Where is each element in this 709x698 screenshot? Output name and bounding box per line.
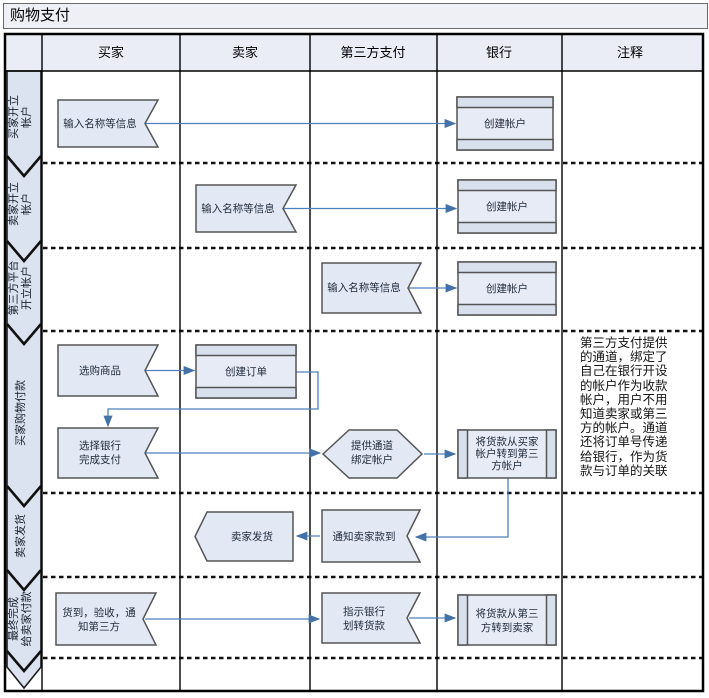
node-seller-input-info: 输入名称等信息: [195, 184, 298, 233]
node-transfer-to-seller: 将货款从第三 方转到卖家: [457, 594, 557, 646]
svg-text:指示银行: 指示银行: [343, 605, 385, 618]
phase-label: 卖家发货: [13, 514, 27, 558]
phase-label: 帐户: [19, 193, 33, 215]
phase-chevron: [6, 569, 42, 593]
connector-createorder-paybank: [103, 371, 319, 428]
svg-text:通知卖家款到: 通知卖家款到: [333, 530, 396, 543]
row-separators: [43, 161, 703, 660]
svg-text:方帐户: 方帐户: [491, 459, 523, 472]
phase-label: 买家开立: [6, 95, 20, 139]
phase-label: 买家购物付款: [13, 380, 27, 446]
node-seller-ship: 卖家发货: [194, 511, 294, 562]
table-frame: [3, 32, 705, 693]
column-header-buyer: 买家: [98, 45, 124, 60]
svg-text:输入名称等信息: 输入名称等信息: [201, 202, 275, 215]
column-header-bank: 银行: [486, 45, 512, 60]
svg-text:绑定帐户: 绑定帐户: [351, 453, 393, 466]
phase-band: [6, 70, 42, 690]
phase-chevron: [6, 650, 42, 674]
svg-text:知第三方: 知第三方: [78, 620, 120, 633]
node-create-order: 创建订单: [195, 344, 297, 399]
node-transfer-to-thirdparty: 将货款从买家 帐户转到第三 方帐户: [457, 429, 557, 479]
svg-text:选购商品: 选购商品: [79, 364, 121, 377]
column-header-seller: 卖家: [232, 45, 258, 60]
phase-label: 帐户: [19, 106, 33, 128]
nodes: 输入名称等信息 创建帐户 输入名称等信息 创建帐户: [55, 96, 557, 646]
svg-text:将货款从第三: 将货款从第三: [476, 607, 539, 620]
phase-chevron: [6, 323, 42, 347]
node-notify-seller-paid: 通知卖家款到: [321, 509, 422, 563]
phase-label: 第三方平台: [6, 261, 20, 316]
node-select-goods: 选购商品: [57, 344, 160, 397]
diagram-title-bar: 购物支付: [3, 3, 708, 29]
svg-text:创建订单: 创建订单: [225, 365, 267, 378]
svg-text:创建帐户: 创建帐户: [486, 200, 528, 213]
connector-transferthird-notifyseller: [414, 478, 509, 542]
node-pay-via-bank: 选择银行 完成支付: [57, 427, 160, 479]
lane-dividers: [4, 33, 704, 692]
node-bank-create-account-1: 创建帐户: [456, 96, 554, 151]
notes-annotation: 第三方支付提供 的通道，绑定了 自己在银行开设 的帐户作为收款 帐户，用户不用 …: [580, 336, 668, 478]
phase-label: 卖家开立: [6, 182, 20, 226]
header-row-background: [4, 33, 704, 71]
phase-label: 给卖家付款: [19, 592, 33, 647]
column-headers: 买家 卖家 第三方支付 银行 注释: [98, 45, 643, 60]
svg-text:完成支付: 完成支付: [79, 453, 121, 466]
phase-chevron: [6, 240, 42, 264]
node-bank-create-account-2: 创建帐户: [457, 179, 557, 234]
column-header-notes: 注释: [617, 45, 643, 60]
connectors: [103, 118, 509, 624]
node-bank-create-account-3: 创建帐户: [457, 261, 557, 316]
diagram-title: 购物支付: [10, 7, 71, 24]
svg-text:划转货款: 划转货款: [343, 619, 385, 632]
column-header-thirdparty: 第三方支付: [340, 45, 405, 60]
phase-chevron: [6, 155, 42, 179]
node-provide-channel: 提供通道 绑定帐户: [321, 429, 424, 479]
node-thirdparty-input-info: 输入名称等信息: [321, 262, 423, 314]
svg-text:选择银行: 选择银行: [79, 439, 121, 452]
svg-text:输入名称等信息: 输入名称等信息: [63, 117, 137, 130]
svg-text:输入名称等信息: 输入名称等信息: [327, 281, 401, 294]
phase-chevron: [6, 485, 42, 509]
node-instruct-bank: 指示银行 划转货款: [321, 592, 422, 644]
phase-label: 开立帐户: [19, 266, 33, 310]
svg-text:方转到卖家: 方转到卖家: [481, 621, 534, 634]
svg-text:卖家发货: 卖家发货: [231, 530, 273, 543]
svg-text:将货款从买家: 将货款从买家: [476, 435, 539, 448]
phase-labels: 买家开立 帐户 卖家开立 帐户 第三方平台 开立帐户 买家购物付款 卖家发货 最…: [6, 95, 33, 647]
node-buyer-input-info: 输入名称等信息: [57, 99, 160, 148]
svg-text:帐户转到第三: 帐户转到第三: [476, 447, 539, 460]
svg-text:创建帐户: 创建帐户: [486, 282, 528, 295]
node-goods-received: 货到，验收，通 知第三方: [55, 592, 158, 646]
svg-text:创建帐户: 创建帐户: [484, 117, 526, 130]
phase-label: 最终完成: [6, 597, 20, 641]
svg-text:货到，验收，通: 货到，验收，通: [62, 606, 136, 619]
svg-text:提供通道: 提供通道: [351, 439, 393, 452]
